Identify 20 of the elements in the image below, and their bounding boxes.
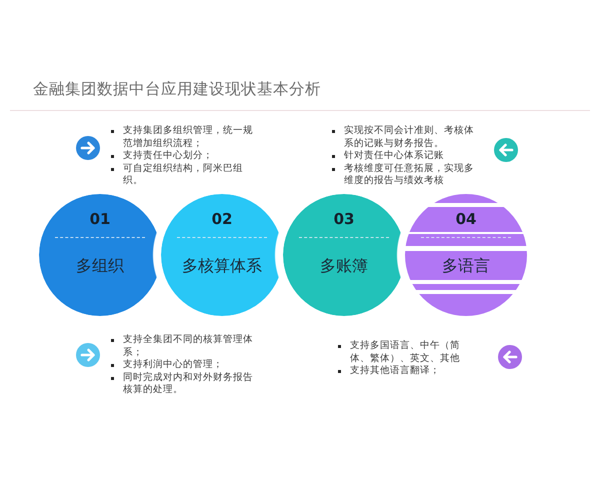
description-text: 支持其他语言翻译； — [350, 365, 441, 378]
description-text: 针对责任中心体系记账 — [344, 150, 445, 162]
step-label: 多语言 — [442, 255, 490, 276]
step-number: 02 — [212, 210, 232, 228]
description-text: 支持利润中心的管理； — [123, 359, 224, 372]
step-number: 01 — [90, 210, 110, 228]
description-text: 支持责任中心划分； — [123, 150, 214, 162]
step-label: 多账簿 — [320, 255, 368, 276]
description-text: 支持集团多组织管理，统一规范增加组织流程； — [123, 125, 253, 150]
step-number: 04 — [456, 210, 476, 228]
description-text: 同时完成对内和对外财务报告核算的处理。 — [123, 372, 253, 396]
description-text: 实现按不同会计准则、考核体系的记账与财务报告。 — [344, 125, 474, 150]
description-text: 支持全集团不同的核算管理体系； — [123, 334, 253, 359]
step-number: 03 — [334, 210, 354, 228]
step-label: 多组织 — [76, 255, 124, 276]
description-text: 支持多国语言、中午（简体、繁体）、英文、其他 — [350, 340, 461, 365]
description-text: 考核维度可任意拓展，实现多维度的报告与绩效考核 — [344, 162, 474, 188]
description-text: 可自定组织结构，阿米巴组织。 — [123, 162, 244, 188]
step-label: 多核算体系 — [182, 255, 262, 276]
title: 金融集团数据中台应用建设现状基本分析 — [33, 79, 321, 99]
